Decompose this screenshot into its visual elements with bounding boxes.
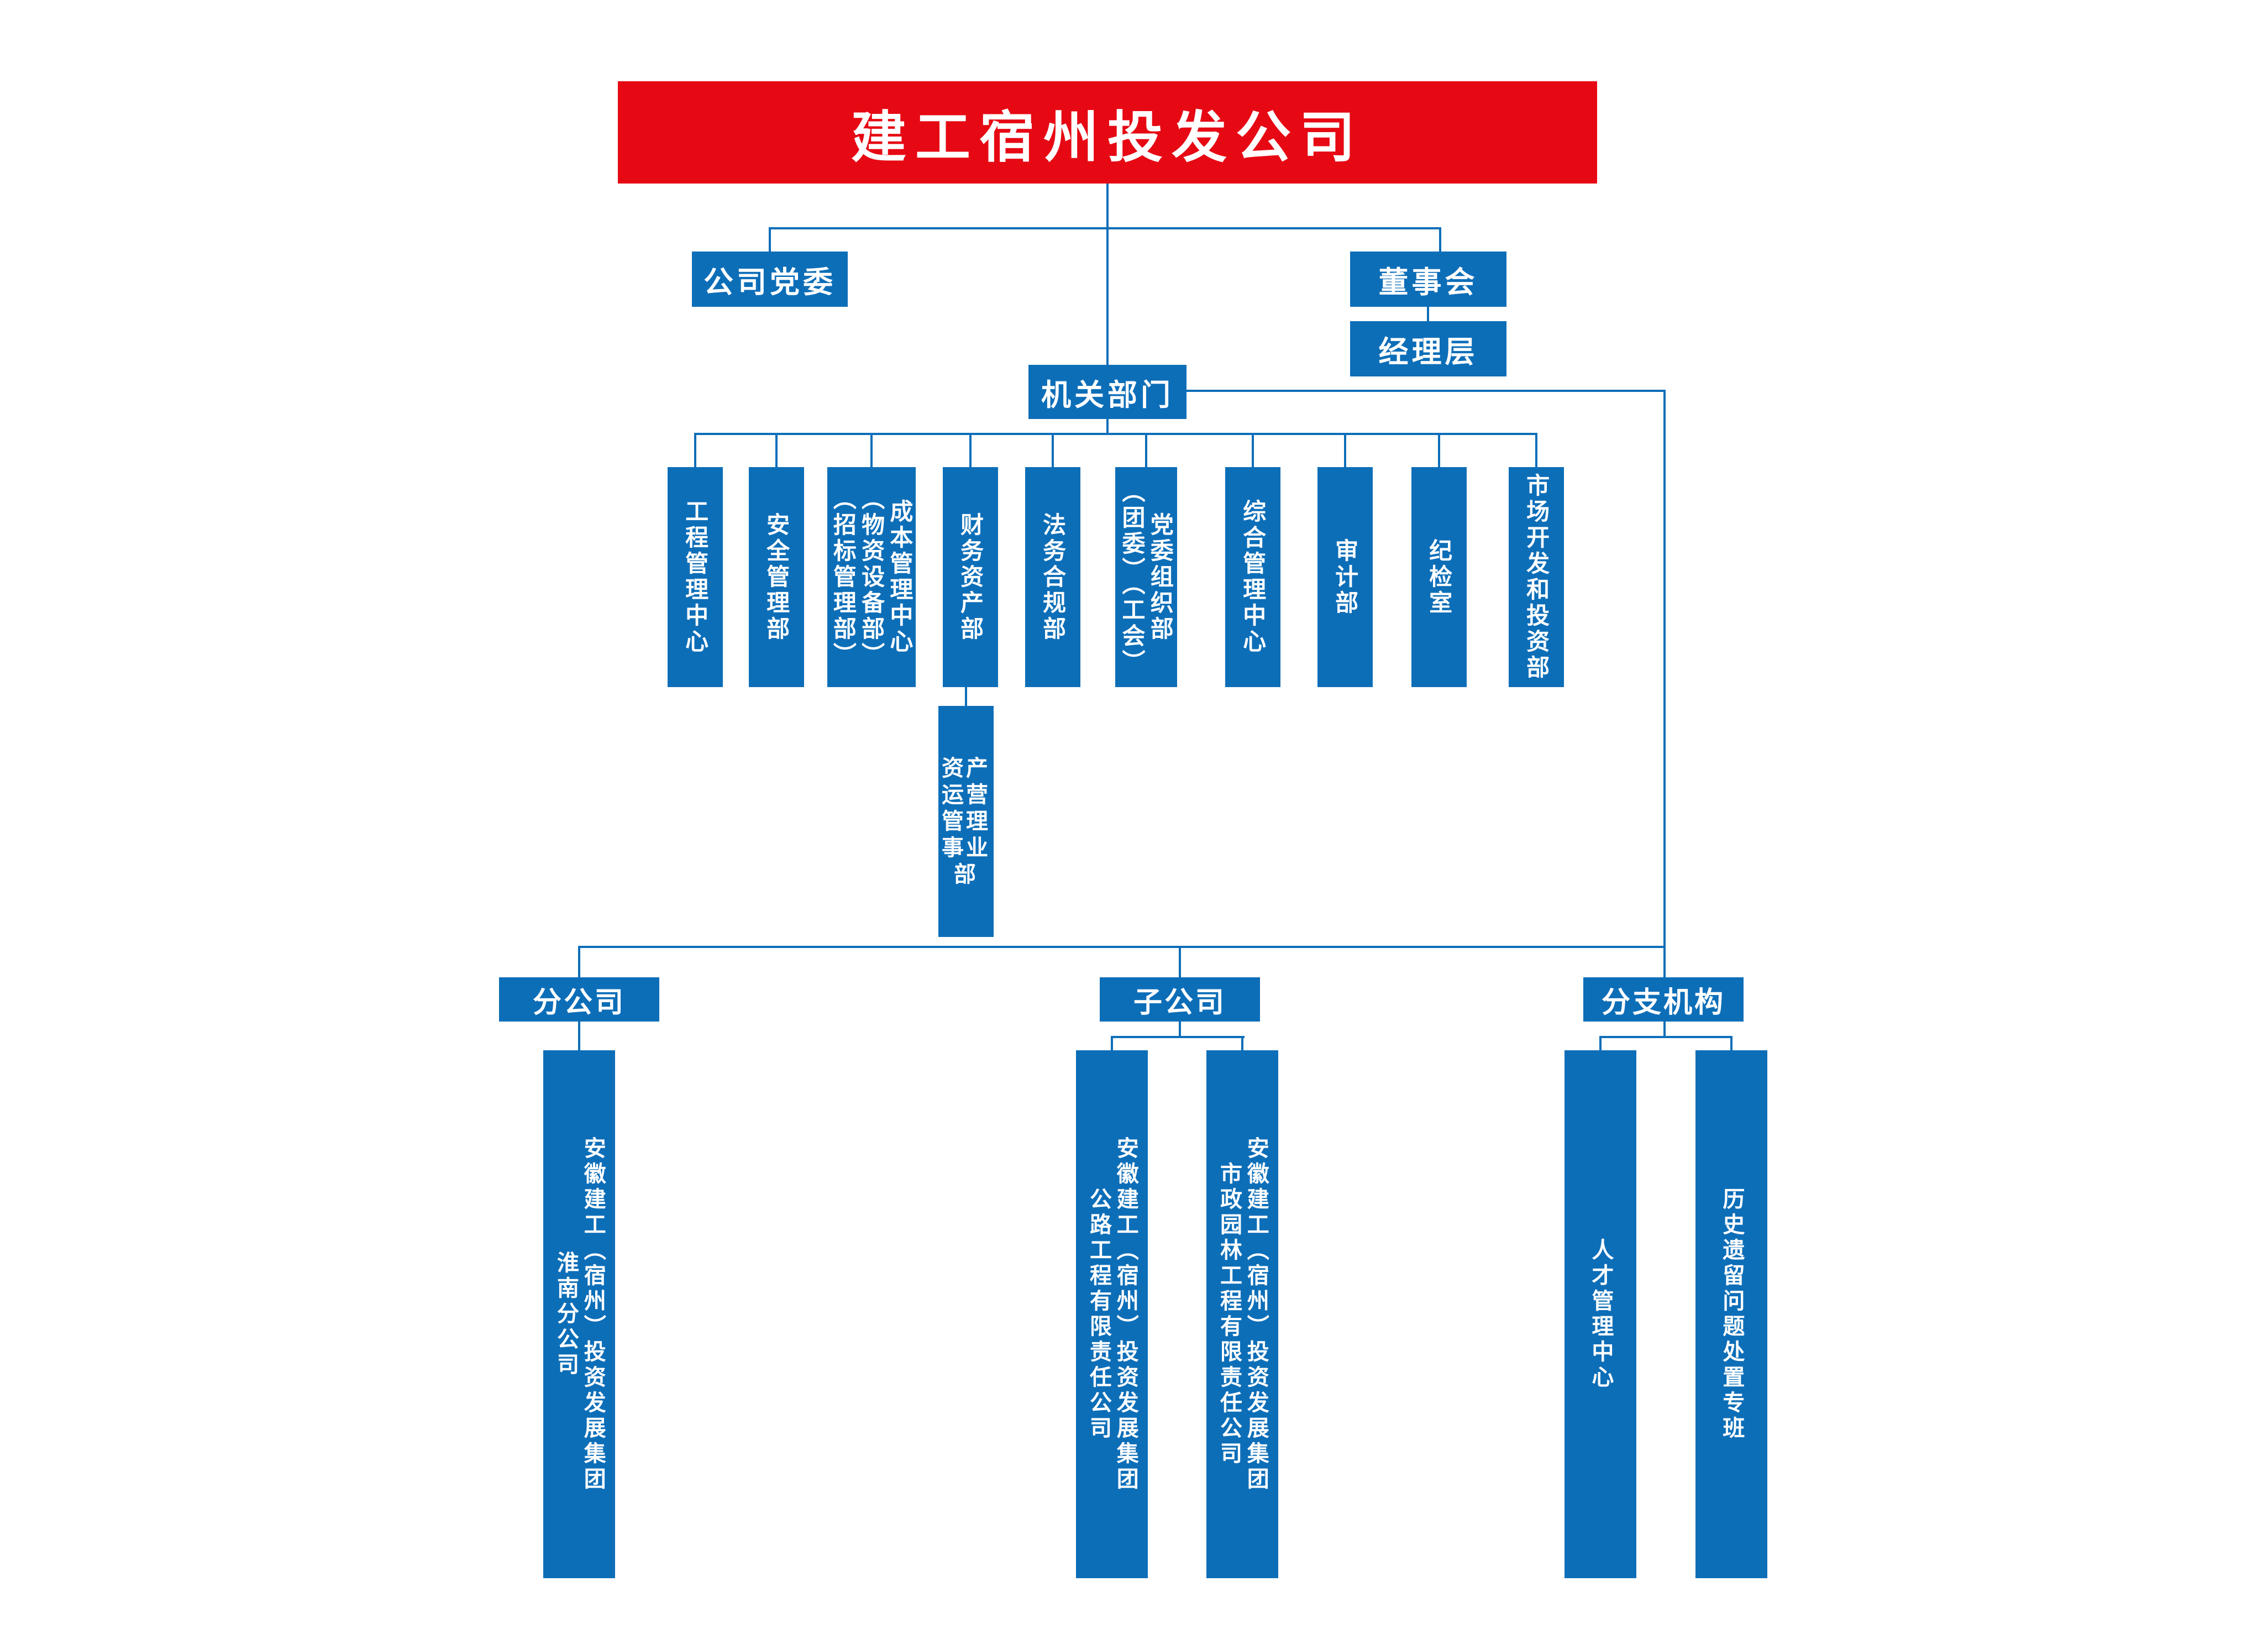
dept-discipline-inspection-label: 纪检室: [1426, 538, 1452, 616]
branch-label-branch-company: 分公司: [499, 977, 659, 1022]
dept-audit: 审计部: [1317, 467, 1373, 687]
node-party-committee: 公司党委: [692, 252, 848, 307]
connector-dept-distribution: [694, 433, 1537, 435]
dept-legal-compliance: 法务合规部: [1025, 467, 1080, 687]
dept-safety-management-label: 安全管理部: [763, 512, 790, 642]
dept-party-organization: 党委组织部 （团委）（工会）: [1115, 467, 1177, 687]
node-organ-departments: 机关部门: [1028, 365, 1186, 419]
dept-safety-management: 安全管理部: [749, 467, 804, 687]
connector-dept-stub-7: [1252, 433, 1254, 467]
connector-subsidiary-child2-stub: [1241, 1036, 1243, 1050]
talent-management-center-label: 人才管理中心: [1588, 1238, 1613, 1391]
node-management: 经理层: [1350, 321, 1506, 376]
connector-organs-right: [1186, 390, 1666, 392]
connector-branch-stub-1: [578, 946, 580, 977]
connector-board-stub: [1439, 227, 1441, 253]
dept-party-organization-label: 党委组织部 （团委）（工会）: [1119, 479, 1174, 676]
branch-label-branch-institution: 分支机构: [1583, 977, 1744, 1022]
dept-general-management-center: 综合管理中心: [1225, 467, 1280, 687]
connector-dept-stub-3: [870, 433, 873, 467]
dept-discipline-inspection: 纪检室: [1411, 467, 1467, 687]
connector-dept-stub-1: [694, 433, 696, 467]
company-huainan-branch-label: 安徽建工（宿州）投资发展集团 淮南分公司: [554, 1136, 605, 1493]
node-management-label: 经理层: [1378, 335, 1478, 369]
node-asset-operation-division: 资产运营管理事业部: [938, 706, 994, 937]
connector-dept-stub-10: [1535, 433, 1537, 467]
connector-subsidiary-child1-stub: [1111, 1036, 1113, 1050]
company-title-banner: 建工宿州投发公司: [618, 81, 1597, 184]
node-board: 董事会: [1350, 252, 1506, 307]
branch-company-label: 分公司: [532, 986, 626, 1019]
connector-trunk: [1106, 184, 1109, 366]
connector-finance-asset-stub: [965, 687, 967, 706]
dept-cost-management-center: 成本管理中心 （物资设备部） （招标管理部）: [827, 467, 916, 687]
connector-board-management: [1427, 306, 1429, 321]
talent-management-center: 人才管理中心: [1565, 1050, 1636, 1578]
connector-company1-stub: [578, 1022, 580, 1050]
connector-party-stub: [769, 227, 771, 253]
dept-engineering-management-center: 工程管理中心: [668, 467, 723, 687]
legacy-issues-taskforce-label: 历史遗留问题处置专班: [1719, 1187, 1744, 1442]
connector-right-vertical: [1663, 390, 1666, 978]
node-organ-departments-label: 机关部门: [1041, 378, 1174, 412]
company-municipal-landscape: 安徽建工（宿州）投资发展集团 市政园林工程有限责任公司: [1206, 1050, 1278, 1578]
connector-branch-stub-2: [1179, 946, 1181, 977]
dept-finance-assets-label: 财务资产部: [957, 512, 984, 642]
dept-engineering-management-center-label: 工程管理中心: [682, 499, 708, 655]
dept-market-development-investment: 市场开发和投资部: [1509, 467, 1564, 687]
dept-market-development-investment-label: 市场开发和投资部: [1523, 473, 1550, 681]
connector-subsidiary-down: [1179, 1022, 1181, 1038]
company-title: 建工宿州投发公司: [851, 107, 1364, 169]
branch-label-subsidiary: 子公司: [1100, 977, 1260, 1022]
connector-top-split: [769, 227, 1441, 229]
company-highway-engineering-label: 安徽建工（宿州）投资发展集团 公路工程有限责任公司: [1086, 1136, 1138, 1493]
connector-subsidiary-split: [1111, 1036, 1245, 1038]
connector-dept-stub-2: [775, 433, 778, 467]
subsidiary-label: 子公司: [1133, 986, 1226, 1019]
dept-general-management-center-label: 综合管理中心: [1240, 499, 1266, 655]
connector-branchorg-down: [1663, 1022, 1666, 1038]
dept-finance-assets: 财务资产部: [943, 467, 998, 687]
connector-organs-bottom-stub: [1106, 419, 1109, 434]
dept-legal-compliance-label: 法务合规部: [1040, 512, 1066, 642]
connector-branch-distribution: [578, 946, 1666, 948]
branch-institution-label: 分支机构: [1601, 986, 1725, 1019]
company-municipal-landscape-label: 安徽建工（宿州）投资发展集团 市政园林工程有限责任公司: [1217, 1136, 1268, 1493]
legacy-issues-taskforce: 历史遗留问题处置专班: [1695, 1050, 1767, 1578]
connector-branchorg-child2-stub: [1730, 1036, 1733, 1050]
connector-dept-stub-5: [1052, 433, 1054, 467]
connector-dept-stub-4: [969, 433, 972, 467]
connector-dept-stub-6: [1145, 433, 1147, 467]
connector-branchorg-split: [1599, 1036, 1733, 1038]
company-highway-engineering: 安徽建工（宿州）投资发展集团 公路工程有限责任公司: [1076, 1050, 1148, 1578]
node-board-label: 董事会: [1378, 265, 1478, 299]
company-huainan-branch: 安徽建工（宿州）投资发展集团 淮南分公司: [543, 1050, 615, 1578]
connector-dept-stub-9: [1438, 433, 1440, 467]
dept-cost-management-center-label: 成本管理中心 （物资设备部） （招标管理部）: [830, 486, 913, 668]
connector-branchorg-child1-stub: [1599, 1036, 1602, 1050]
connector-dept-stub-8: [1344, 433, 1346, 467]
node-party-committee-label: 公司党委: [704, 265, 836, 299]
node-asset-operation-division-label: 资产运营管理事业部: [942, 756, 990, 887]
dept-audit-label: 审计部: [1332, 538, 1358, 616]
